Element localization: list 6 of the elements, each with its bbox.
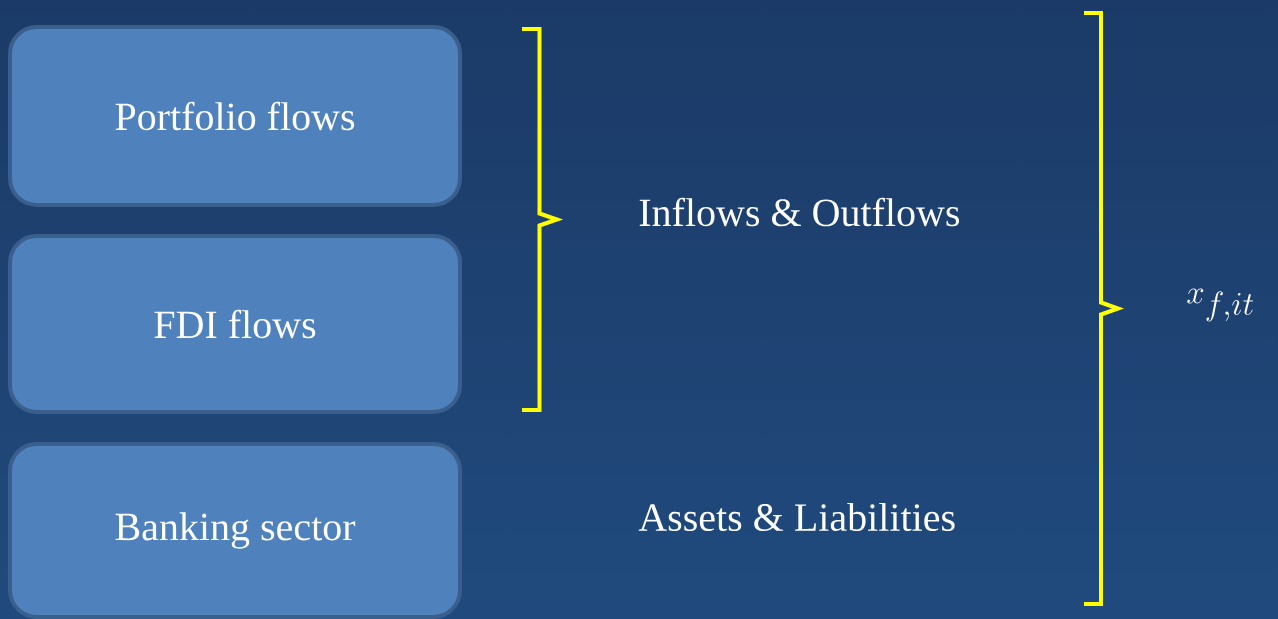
label-text: Inflows & Outflows [639,197,960,227]
label-text: Assets & Liabilities [638,502,955,532]
process-box: FDI flows [8,234,462,414]
process-box: Portfolio flows [8,25,462,207]
process-box: Banking sector [8,442,462,619]
formula: $x_{f,it}$ [1187,288,1254,322]
